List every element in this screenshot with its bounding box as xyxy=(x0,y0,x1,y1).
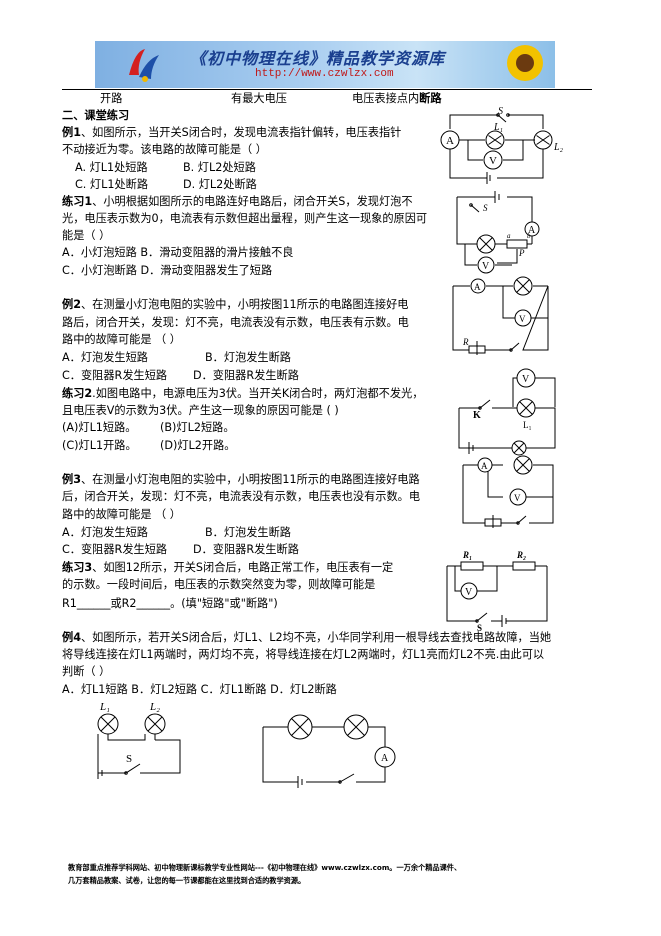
pr1-line1: 练习1、小明根据如图所示的电路连好电路后，闭合开关S，发现灯泡不 xyxy=(62,195,413,208)
section-title: 二、课堂练习 xyxy=(62,109,130,122)
ex2-option-d: D．变阻器R发生断路 xyxy=(193,369,299,382)
pr2-option-a: (A)灯L1短路。 xyxy=(62,421,137,434)
svg-text:A: A xyxy=(474,282,481,292)
ex3-option-c: C．变阻器R发生短路 xyxy=(62,543,168,556)
pr2-option-d: (D)灯L2开路。 xyxy=(160,439,236,452)
circuit-diagram-1: A V S L₁ L₂ xyxy=(440,106,564,184)
svg-text:V: V xyxy=(514,493,521,503)
svg-text:P: P xyxy=(518,248,525,258)
ex4-options: A．灯L1短路 B．灯L2短路 C．灯L1断路 D．灯L2断路 xyxy=(62,683,337,696)
logo-icon xyxy=(129,49,159,82)
svg-text:R: R xyxy=(462,337,469,347)
svg-text:A: A xyxy=(481,461,488,471)
ex2-option-a: A．灯泡发生短路 xyxy=(62,351,148,364)
pr1-line2: 光，电压表示数为0，电流表有示数但超出量程，则产生这一现象的原因可 xyxy=(62,212,428,225)
ex4-line1: 例4、如图所示，若开关S闭合后，灯L1、L2均不亮，小华同学利用一根导线去查找电… xyxy=(62,631,552,644)
top-row-voltmeter: 电压表接点内断路 xyxy=(352,92,442,105)
svg-text:L₁: L₁ xyxy=(99,701,110,713)
ex3-line1: 例3、在测量小灯泡电阻的实验中，小明按图11所示的电路图连接好电路 xyxy=(62,473,420,486)
voltmeter-label: V xyxy=(489,155,497,167)
lamp2-label: L₂ xyxy=(553,142,564,153)
svg-text:a: a xyxy=(507,232,511,240)
svg-text:V: V xyxy=(482,261,490,272)
pr3-line3: R1______或R2______。(填"短路"或"断路") xyxy=(62,597,278,610)
pr2-option-b: (B)灯L2短路。 xyxy=(160,421,235,434)
circuit-diagram-7: L₁ L₂ S xyxy=(97,701,181,779)
ex2-option-c: C．变阻器R发生短路 xyxy=(62,369,168,382)
circuit-diagram-3: A V R xyxy=(452,276,549,355)
ex4-line3: 判断（ ） xyxy=(62,665,111,678)
top-row-max-voltage: 有最大电压 xyxy=(231,92,287,105)
header-rule xyxy=(62,89,592,90)
pr3-line2: 的示数。一段时间后，电压表的示数突然变为零，则故障可能是 xyxy=(62,578,376,591)
svg-text:L₂: L₂ xyxy=(149,701,160,713)
circuit-diagram-4: V K L₁ xyxy=(458,368,556,456)
ex3-option-a: A．灯泡发生短路 xyxy=(62,526,148,539)
ex3-line3: 路中的故障可能是 （ ） xyxy=(62,508,181,521)
ex1-line2: 不动接近为零。该电路的故障可能是（ ） xyxy=(62,143,267,156)
svg-text:R₁: R₁ xyxy=(462,550,472,560)
svg-text:A: A xyxy=(528,225,536,236)
pr2-line2: 且电压表V的示数为3伏。产生这一现象的原因可能是 ( ) xyxy=(62,404,339,417)
ex2-line1: 例2、在测量小灯泡电阻的实验中，小明按图11所示的电路图连接好电 xyxy=(62,298,409,311)
svg-text:b: b xyxy=(527,232,531,240)
footer-line2: 几万套精品教案、试卷，让您的每一节课都能在这里找到合适的教学资源。 xyxy=(68,876,306,885)
circuit-diagram-2: A V P S a b xyxy=(456,191,540,274)
banner-title: 《初中物理在线》精品教学资源库 xyxy=(190,49,446,68)
pr3-line1: 练习3、如图12所示，开关S闭合后，电路正常工作，电压表有一定 xyxy=(62,561,394,574)
ammeter-label: A xyxy=(446,135,454,147)
svg-text:R₂: R₂ xyxy=(516,550,526,560)
ex4-line2: 将导线连接在灯L1两端时，两灯均不亮，将导线连接在灯L2两端时，灯L1亮而灯L2… xyxy=(62,648,545,661)
ex2-line3: 路中的故障可能是 （ ） xyxy=(62,333,181,346)
ex1-option-c: C. 灯L1处断路 xyxy=(75,178,149,191)
ex3-option-b: B．灯泡发生断路 xyxy=(205,526,291,539)
banner-url[interactable]: http://www.czwlzx.com xyxy=(255,68,394,80)
sunflower-icon xyxy=(507,45,543,81)
header-banner: 《初中物理在线》精品教学资源库 http://www.czwlzx.com xyxy=(95,41,555,88)
pr1-line3: 能是（ ） xyxy=(62,229,111,242)
svg-text:L₁: L₁ xyxy=(523,420,532,430)
svg-text:S: S xyxy=(483,203,488,213)
top-row-open: 开路 xyxy=(100,92,123,105)
svg-text:V: V xyxy=(465,587,473,598)
lamp1-label: L₁ xyxy=(493,122,503,133)
pr2-line1: 练习2.如图电路中，电源电压为3伏。当开关K闭合时，两灯泡都不发光， xyxy=(62,387,424,400)
circuit-diagram-8: A xyxy=(262,714,396,788)
ex2-option-b: B．灯泡发生断路 xyxy=(205,351,291,364)
ex3-line2: 后，闭合开关，发现：灯不亮，电流表没有示数，电压表也没有示数。电 xyxy=(62,490,421,503)
ex1-line1: 例1、如图所示，当开关S闭合时，发现电流表指针偏转，电压表指针 xyxy=(62,126,402,139)
svg-text:V: V xyxy=(519,314,526,324)
circuit-diagram-5: A V xyxy=(462,455,554,528)
svg-text:A: A xyxy=(381,753,389,764)
ex1-option-d: D. 灯L2处断路 xyxy=(183,178,257,191)
switch-label: S xyxy=(498,106,503,117)
svg-text:S: S xyxy=(126,753,132,765)
ex1-option-a: A. 灯L1处短路 xyxy=(75,161,148,174)
pr1-options-ab: A．小灯泡短路 B．滑动变阻器的滑片接触不良 xyxy=(62,246,294,259)
circuit-diagram-6: V R₁ R₂ S xyxy=(446,550,548,633)
pr1-options-cd: C．小灯泡断路 D．滑动变阻器发生了短路 xyxy=(62,264,273,277)
svg-text:K: K xyxy=(473,410,481,421)
ex2-line2: 路后，闭合开关，发现：灯不亮，电流表没有示数，电压表有示数。电 xyxy=(62,316,409,329)
ex3-option-d: D．变阻器R发生断路 xyxy=(193,543,299,556)
ex1-option-b: B. 灯L2处短路 xyxy=(183,161,256,174)
footer-line1: 教育部重点推荐学科网站、初中物理新课标教学专业性网站---《初中物理在线》www… xyxy=(68,863,462,872)
svg-text:V: V xyxy=(522,374,530,385)
pr2-option-c: (C)灯L1开路。 xyxy=(62,439,137,452)
svg-text:S: S xyxy=(477,623,482,633)
